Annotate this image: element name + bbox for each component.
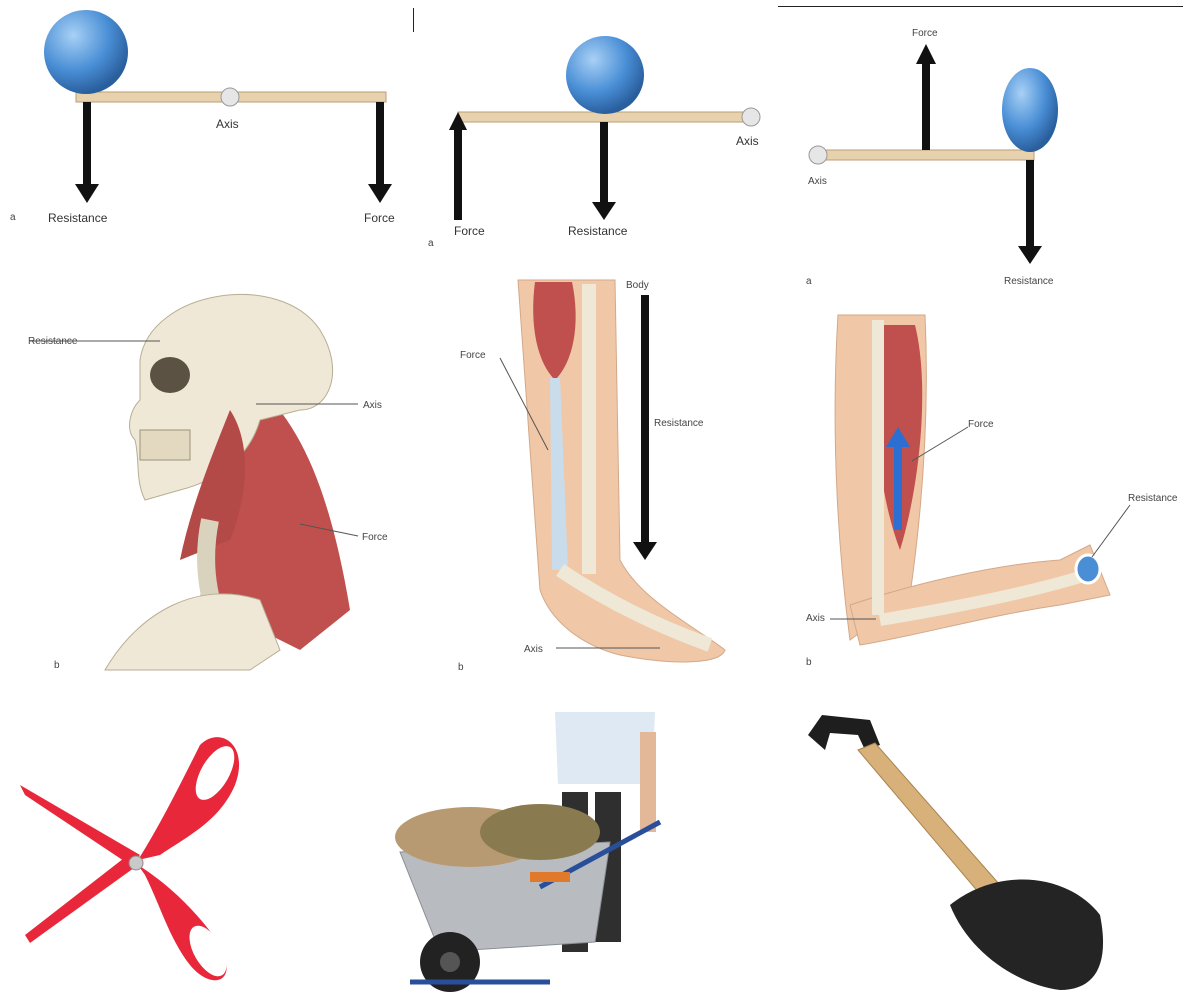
axis-pivot <box>809 146 827 164</box>
shovel-photo <box>800 705 1120 995</box>
force-label: Force <box>912 28 938 39</box>
ball <box>44 10 128 94</box>
top-divider-2 <box>778 6 1183 7</box>
force-label: Force <box>364 211 395 225</box>
panel-letter: b <box>806 657 812 668</box>
panel-letter: a <box>428 238 434 249</box>
top-divider-1 <box>413 8 414 32</box>
axis-label: Axis <box>216 117 239 131</box>
force-label: Force <box>362 532 388 543</box>
lever-diagram-first-class: Axis Resistance Force a <box>0 0 410 240</box>
body-label: Body <box>626 280 649 291</box>
panel-letter: b <box>458 662 464 673</box>
arm-elbow-lever-illustration: Force Resistance Axis b <box>790 305 1185 680</box>
axis-label: Axis <box>808 176 827 187</box>
resistance-label: Resistance <box>28 336 78 347</box>
axis-label: Axis <box>806 613 825 624</box>
axis-pivot <box>742 108 760 126</box>
ball <box>1002 68 1058 152</box>
panel-letter: b <box>54 660 60 671</box>
force-label: Force <box>460 350 486 361</box>
beam <box>818 150 1034 160</box>
axis-label: Axis <box>736 134 759 148</box>
scissors-photo <box>10 725 270 990</box>
resistance-label: Resistance <box>1128 493 1178 504</box>
resistance-label: Resistance <box>1004 276 1054 287</box>
foot-calf-lever-illustration: Body Force Resistance Axis b <box>440 270 770 680</box>
axis-label: Axis <box>363 400 382 411</box>
resistance-label: Resistance <box>654 418 704 429</box>
force-label: Force <box>968 419 994 430</box>
resistance-label: Resistance <box>48 211 108 225</box>
resistance-label: Resistance <box>568 224 628 238</box>
panel-letter: a <box>806 276 812 287</box>
ball <box>566 36 644 114</box>
axis-label: Axis <box>524 644 543 655</box>
force-label: Force <box>454 224 485 238</box>
lever-diagram-third-class: Force Axis Resistance a <box>790 18 1180 290</box>
wheelbarrow-photo <box>390 712 680 996</box>
lever-diagram-second-class: Axis Force Resistance a <box>420 20 780 250</box>
head-neck-lever-illustration: Resistance Axis Force b <box>0 270 420 680</box>
panel-letter: a <box>10 212 16 223</box>
axis-pivot <box>221 88 239 106</box>
